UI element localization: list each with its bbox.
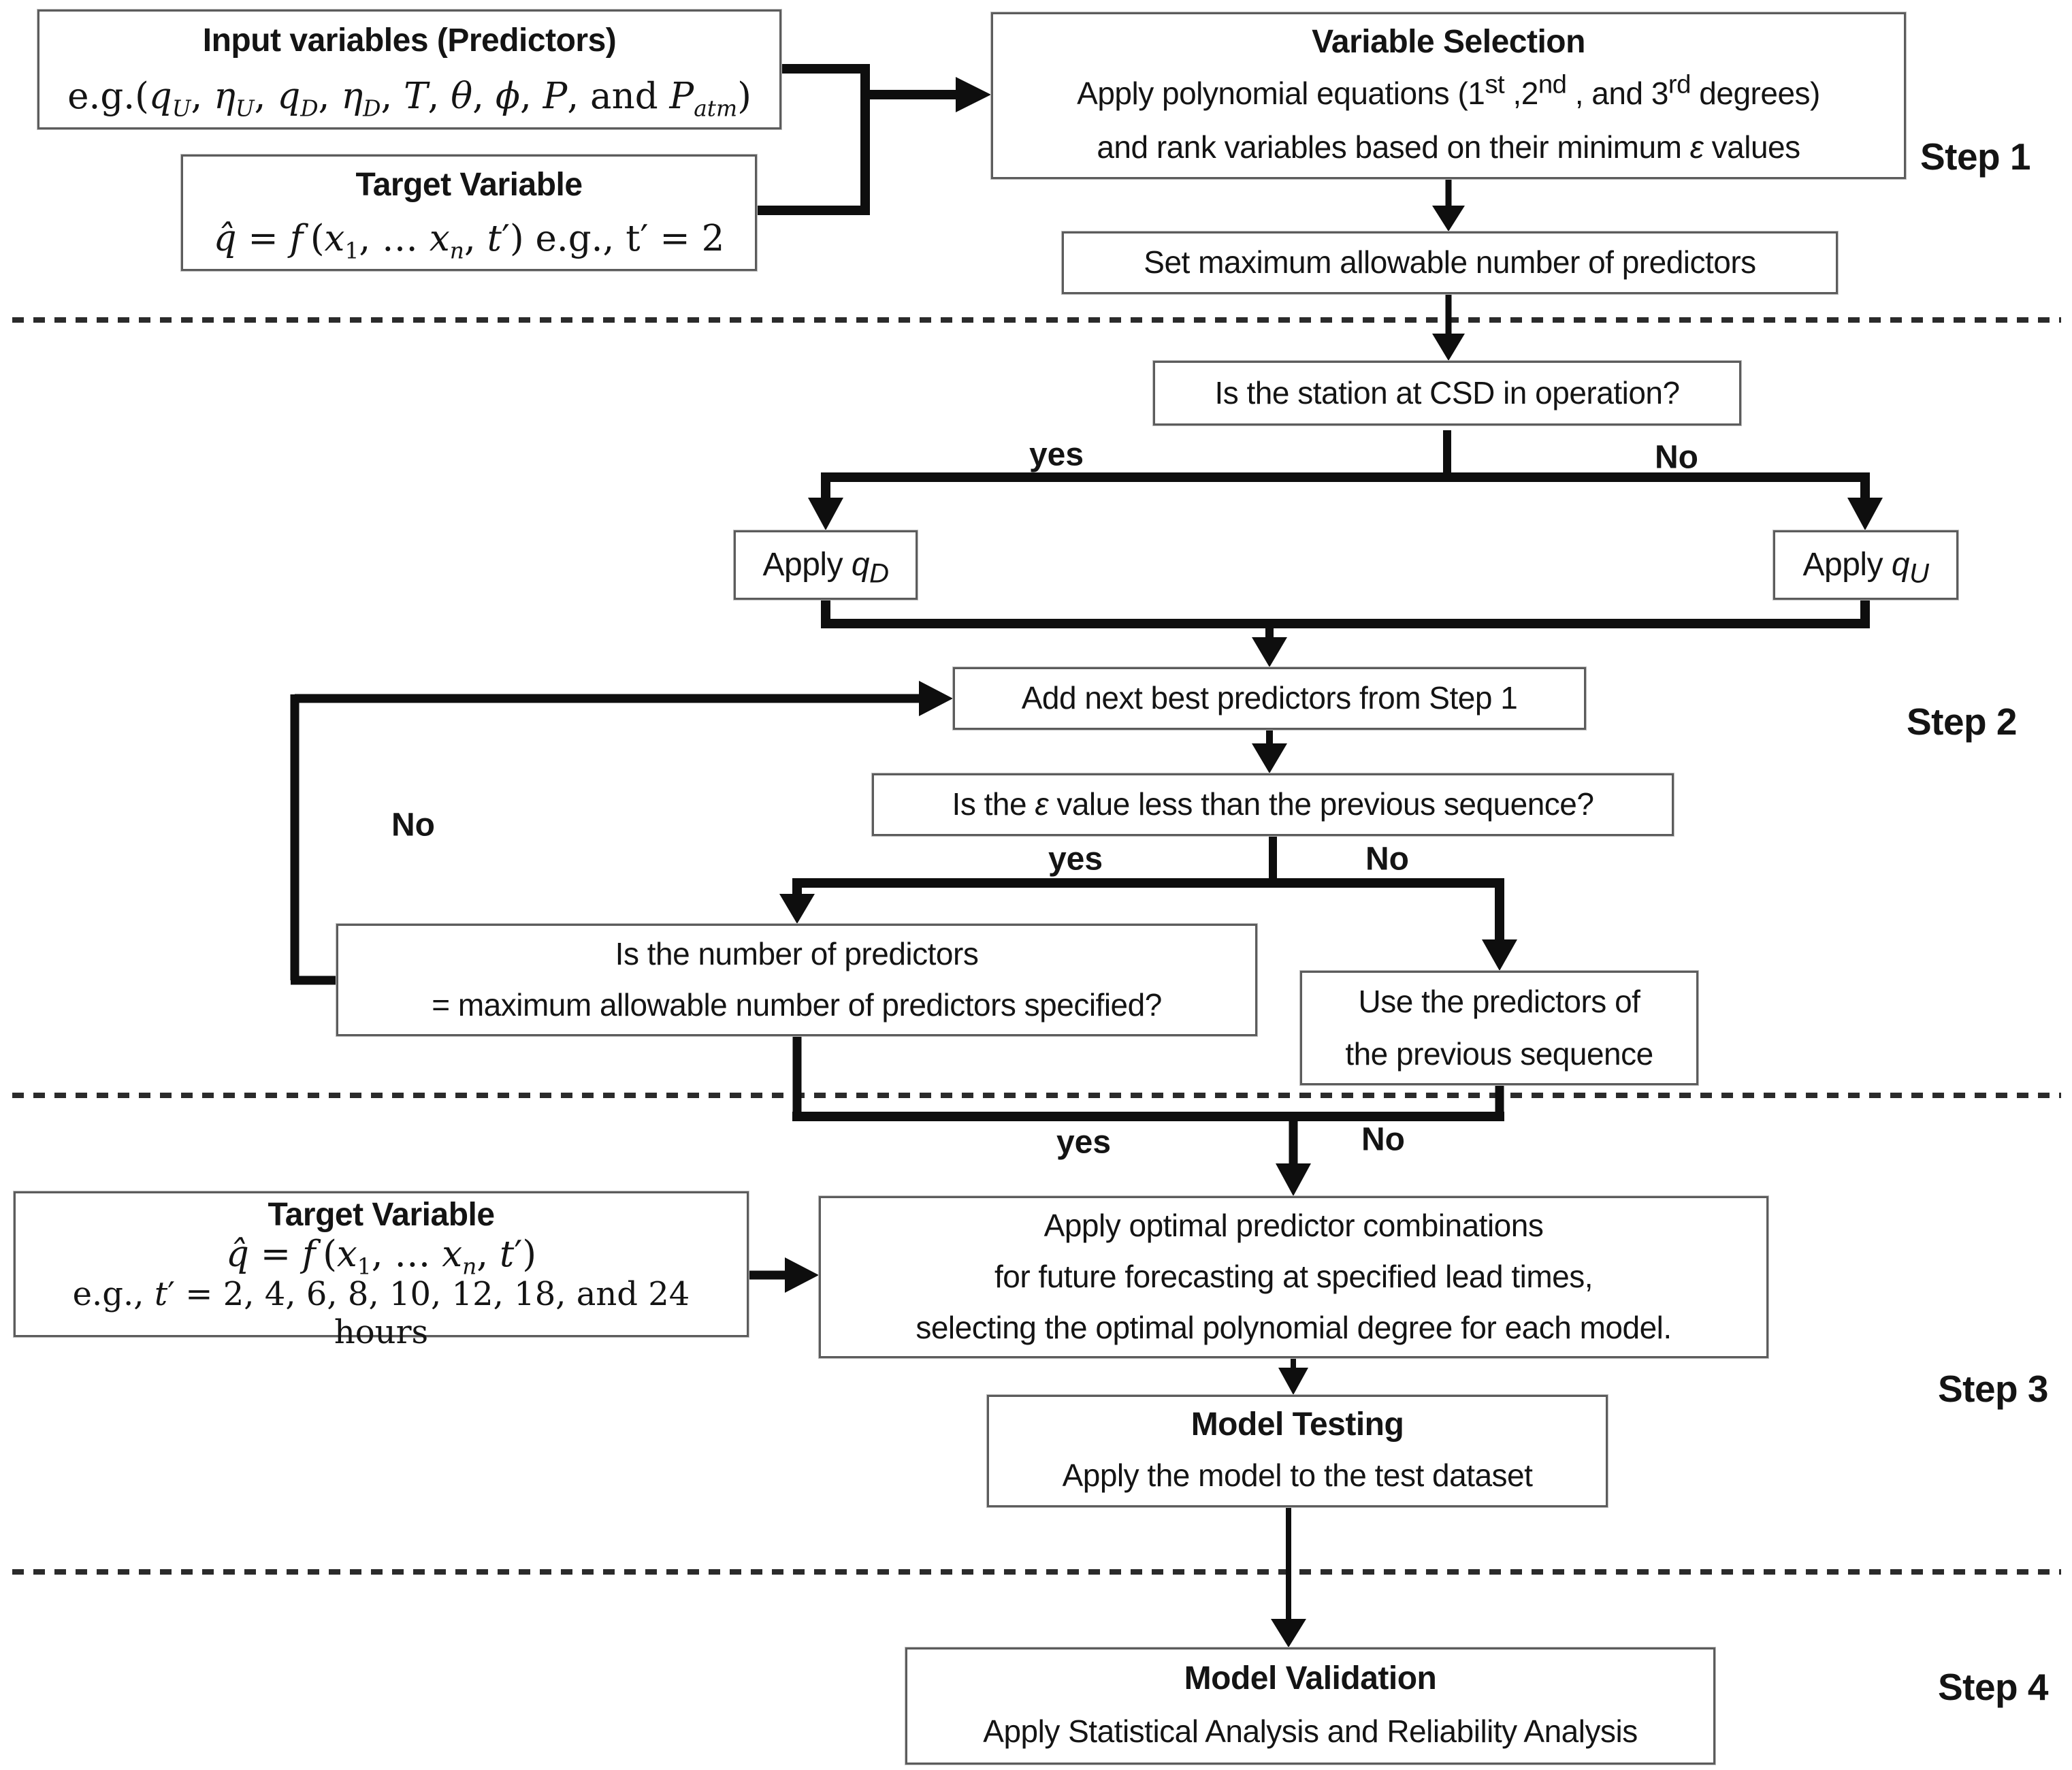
target-variable3-example: e.g., t′ = 2, 4, 6, 8, 10, 12, 18, and 2… [72, 1275, 690, 1352]
label-csd-yes: yes [1029, 436, 1084, 473]
node-csd-question: Is the station at CSD in operation? [1153, 361, 1741, 425]
node-apply-optimal: Apply optimal predictor combinations for… [819, 1196, 1768, 1358]
num-predictors-line1: Is the number of predictors [615, 935, 979, 971]
label-csd-no: No [1655, 439, 1698, 476]
num-predictors-line2: = maximum allowable number of predictors… [432, 987, 1162, 1023]
set-max-text: Set maximum allowable number of predicto… [1144, 244, 1756, 280]
input-variables-formula: e.g.(qU, ηU, qD, ηD, T, θ, ϕ, P, and Pat… [67, 75, 751, 122]
arrowhead-add-predictors [1252, 637, 1287, 667]
model-validation-title: Model Validation [1184, 1660, 1437, 1696]
label-eps-yes: yes [1048, 841, 1103, 878]
label-loop-no: No [391, 807, 435, 843]
node-model-testing: Model Testing Apply the model to the tes… [987, 1395, 1608, 1507]
target-variable1-formula: q̂ = f (x1, … xn, t′) e.g., t′ = 2 [213, 217, 725, 264]
node-apply-qd: Apply qD [734, 530, 918, 600]
model-testing-title: Model Testing [1191, 1406, 1404, 1443]
arrowhead-isnum [779, 894, 815, 924]
variable-selection-line2: and rank variables based on their minimu… [1097, 129, 1800, 165]
label-eps-no: No [1365, 841, 1409, 878]
apply-optimal-line3: selecting the optimal polynomial degree … [916, 1309, 1672, 1345]
variable-selection-line1: Apply polynomial equations (1st ,2nd , a… [1077, 69, 1820, 112]
node-add-predictors: Add next best predictors from Step 1 [953, 667, 1586, 730]
add-predictors-text: Add next best predictors from Step 1 [1021, 680, 1518, 716]
use-previous-line1: Use the predictors of [1358, 983, 1640, 1019]
node-model-validation: Model Validation Apply Statistical Analy… [905, 1647, 1715, 1765]
model-testing-line: Apply the model to the test dataset [1062, 1458, 1533, 1494]
label-step-3: Step 3 [1937, 1368, 2049, 1410]
csd-question-text: Is the station at CSD in operation? [1214, 374, 1680, 411]
apply-optimal-line2: for future forecasting at specified lead… [994, 1259, 1593, 1295]
node-variable-selection: Variable Selection Apply polynomial equa… [991, 12, 1906, 179]
node-target-variable-step3: Target Variable q̂ = f (x1, … xn, t′) e.… [14, 1191, 749, 1351]
variable-selection-title: Variable Selection [1312, 24, 1585, 61]
node-set-max-predictors: Set maximum allowable number of predicto… [1062, 231, 1838, 294]
flow-arrows [290, 64, 1883, 1647]
label-merge-yes: yes [1056, 1124, 1112, 1161]
target-variable3-title: Target Variable [268, 1197, 495, 1233]
input-variables-title: Input variables (Predictors) [202, 22, 617, 59]
apply-qd-text: Apply qD [762, 546, 890, 589]
apply-qu-text: Apply qU [1802, 546, 1930, 589]
label-merge-no: No [1361, 1121, 1405, 1158]
arrowhead-apply-optimal [1276, 1163, 1311, 1196]
node-target-variable-step1: Target Variable q̂ = f (x1, … xn, t′) e.… [181, 155, 757, 271]
model-validation-line: Apply Statistical Analysis and Reliabili… [983, 1713, 1638, 1750]
arrowhead-apply-qd [808, 498, 843, 530]
node-input-variables: Input variables (Predictors) e.g.(qU, ηU… [37, 10, 781, 129]
eps-question-text: Is the ε value less than the previous se… [952, 786, 1594, 822]
label-step-2: Step 2 [1906, 701, 2018, 743]
arrowhead-use-previous [1482, 939, 1517, 971]
node-num-predictors-question: Is the number of predictors = maximum al… [336, 924, 1257, 1036]
use-previous-line2: the previous sequence [1345, 1035, 1653, 1072]
arrowhead-loop-into-add [919, 681, 953, 716]
node-apply-qu: Apply qU [1773, 530, 1958, 600]
arrowhead-variable-selection [956, 77, 991, 112]
label-step-4: Step 4 [1937, 1666, 2049, 1708]
step-divider-lines [12, 317, 2061, 1575]
target-variable3-formula: q̂ = f (x1, … xn, t′) [225, 1234, 537, 1280]
node-eps-question: Is the ε value less than the previous se… [872, 773, 1674, 836]
arrowhead-apply-qu [1847, 498, 1883, 530]
apply-optimal-line1: Apply optimal predictor combinations [1043, 1208, 1544, 1244]
label-step-1: Step 1 [1920, 135, 2031, 178]
node-use-previous: Use the predictors of the previous seque… [1300, 971, 1698, 1085]
target-variable1-title: Target Variable [355, 167, 583, 204]
